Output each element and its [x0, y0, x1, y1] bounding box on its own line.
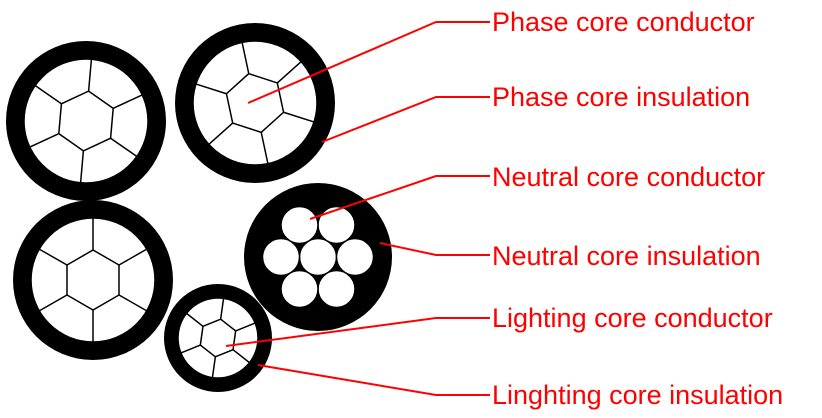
lighting-core: [164, 284, 272, 392]
leader-lighting-core-conductor: [225, 317, 490, 347]
phase-core-1-sectors: [29, 59, 143, 183]
leader-phase-core-conductor: [247, 21, 490, 104]
phase-core-2: [175, 23, 335, 183]
leader-neutral-core-conductor: [309, 175, 490, 220]
labels: Phase core conductor Phase core insulati…: [492, 7, 783, 410]
leader-neutral-core-insulation: [379, 242, 490, 256]
phase-core-2-sectors: [195, 42, 315, 164]
label-neutral-core-conductor: Neutral core conductor: [492, 162, 765, 192]
phase-core-3-sectors: [38, 218, 148, 342]
label-lighting-core-insulation: Linghting core insulation: [492, 380, 783, 410]
lighting-core-sectors: [180, 298, 256, 378]
leader-phase-core-insulation: [321, 96, 490, 143]
label-phase-core-insulation: Phase core insulation: [492, 82, 750, 112]
neutral-core: [244, 183, 392, 331]
leader-lines: [225, 21, 490, 396]
phase-core-1: [6, 41, 166, 201]
phase-core-3: [13, 200, 173, 360]
label-lighting-core-conductor: Lighting core conductor: [492, 303, 773, 333]
label-neutral-core-insulation: Neutral core insulation: [492, 241, 761, 271]
leader-lighting-core-insulation: [257, 364, 490, 396]
label-phase-core-conductor: Phase core conductor: [492, 7, 755, 37]
neutral-core-strands: [261, 205, 375, 309]
